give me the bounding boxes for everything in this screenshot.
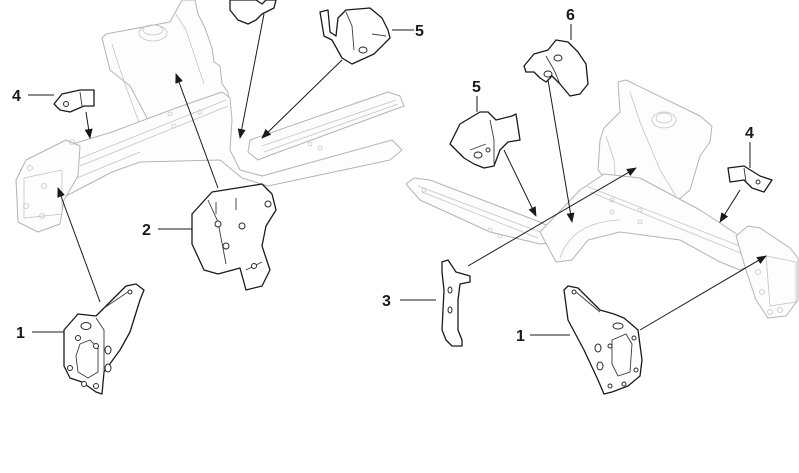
left-leader-lines bbox=[28, 13, 414, 333]
callout-right-3: 3 bbox=[382, 293, 391, 310]
right-callouts: 6 5 4 3 1 bbox=[382, 7, 754, 345]
right-part-4-bracket bbox=[727, 165, 773, 193]
callout-left-1: 1 bbox=[16, 325, 25, 342]
left-part-6-partial bbox=[229, 0, 277, 25]
callout-right-1: 1 bbox=[516, 328, 525, 345]
right-leader-lines bbox=[400, 24, 767, 336]
callout-right-6: 6 bbox=[566, 7, 575, 24]
callout-right-4: 4 bbox=[745, 125, 754, 142]
left-part-2-mount bbox=[191, 183, 277, 291]
right-part-6-bracket bbox=[523, 39, 589, 97]
left-part-1-bracket bbox=[63, 283, 145, 395]
right-part-5-bracket bbox=[449, 111, 521, 169]
right-part-3-plate bbox=[441, 259, 471, 347]
callout-left-4: 4 bbox=[12, 88, 21, 105]
left-body-frame bbox=[15, 0, 405, 233]
callout-right-5: 5 bbox=[472, 79, 481, 96]
left-part-5-bracket bbox=[319, 7, 391, 65]
left-callouts: 4 5 2 1 bbox=[12, 23, 424, 342]
callout-left-5: 5 bbox=[415, 23, 424, 40]
right-part-1-bracket bbox=[563, 285, 643, 395]
left-part-4-bracket bbox=[53, 89, 95, 113]
callout-left-2: 2 bbox=[142, 222, 151, 239]
